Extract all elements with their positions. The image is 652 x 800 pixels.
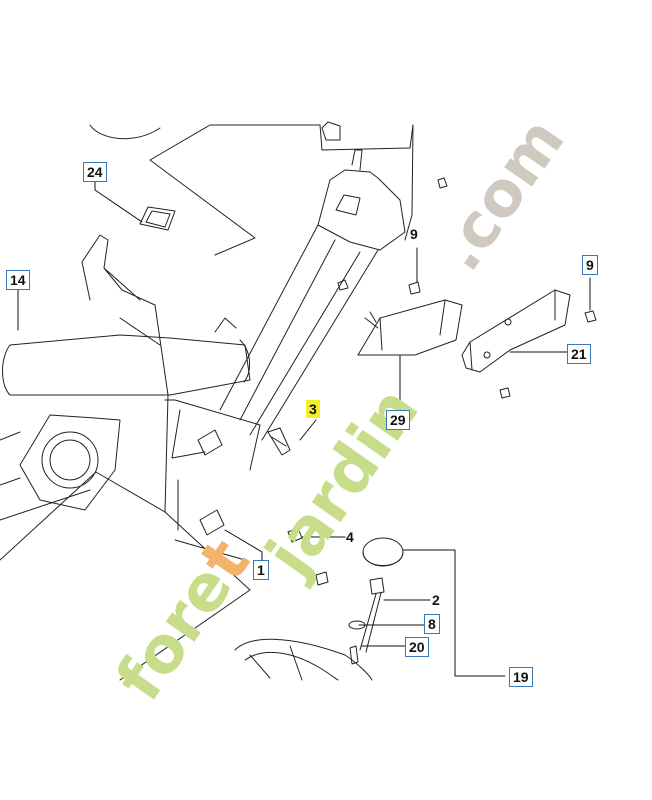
watermark-foret: foret	[102, 526, 264, 714]
callout-21: 21	[567, 344, 591, 364]
watermark-com: .com	[422, 105, 578, 284]
callout-8: 8	[424, 614, 440, 634]
callout-29: 29	[386, 410, 410, 430]
callout-20: 20	[405, 637, 429, 657]
callout-24: 24	[83, 162, 107, 182]
screw-3	[267, 427, 291, 456]
callout-4: 4	[346, 529, 354, 545]
bracket-29	[357, 299, 463, 356]
watermark: foret jardin .com	[102, 105, 578, 715]
pedal-plate	[19, 414, 121, 511]
callout-9-right: 9	[582, 255, 598, 275]
callout-19: 19	[509, 667, 533, 687]
callout-14: 14	[6, 270, 30, 290]
part-24-plate	[139, 206, 176, 231]
cable-line	[89, 124, 161, 140]
callout-3-highlighted: 3	[306, 400, 320, 418]
bracket-21	[461, 289, 571, 373]
watermark-jardin: jardin	[251, 375, 434, 592]
nut-4	[287, 527, 303, 543]
callout-2: 2	[432, 592, 440, 608]
steering-wheel	[234, 638, 373, 681]
tube-14	[9, 334, 251, 396]
callout-1: 1	[253, 560, 269, 580]
callout-9-left: 9	[410, 226, 418, 242]
